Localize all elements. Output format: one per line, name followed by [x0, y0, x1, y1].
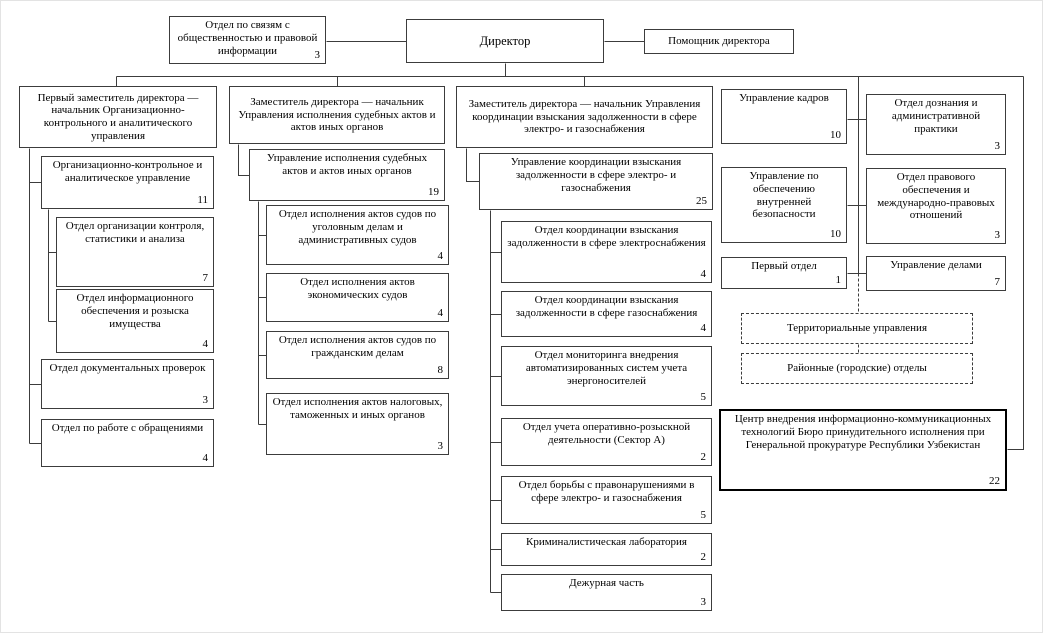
node-label: Отдел координации взыскания задолженност…	[507, 224, 706, 249]
node-col3-head: Заместитель директора — начальник Управл…	[456, 86, 713, 148]
node-legal-department: Отдел правового обеспечения и международ…	[866, 168, 1006, 244]
staff-count: 3	[700, 596, 707, 609]
node-label: Отдел исполнения актов экономических суд…	[300, 276, 415, 301]
node-col3-unit-0: Отдел координации взыскания задолженност…	[501, 221, 712, 283]
node-col3-unit-1: Отдел координации взыскания задолженност…	[501, 291, 712, 337]
staff-count: 25	[696, 195, 707, 208]
node-label: Отдел по связям с общественностью и прав…	[177, 19, 318, 57]
node-label: Дежурная часть	[569, 577, 644, 589]
staff-count: 4	[437, 250, 444, 263]
staff-count: 8	[437, 364, 444, 377]
node-district-departments: Районные (городские) отделы	[741, 353, 973, 384]
node-label: Отдел информационного обеспечения и розы…	[76, 292, 194, 330]
staff-count: 7	[994, 276, 1001, 289]
node-label: Заместитель директора — начальник Управл…	[238, 95, 436, 134]
node-label: Отдел документальных проверок	[49, 362, 206, 374]
node-inquiry-department: Отдел дознания и административной практи…	[866, 94, 1006, 155]
solid-connectors	[29, 41, 1024, 593]
node-label: Отдел правового обеспечения и международ…	[877, 171, 995, 222]
staff-count: 7	[202, 272, 209, 285]
staff-count: 10	[830, 228, 841, 241]
node-col2-head: Заместитель директора — начальник Управл…	[229, 86, 445, 144]
staff-count: 4	[202, 452, 209, 465]
node-col3-unit-4: Отдел борьбы с правонарушениями в сфере …	[501, 476, 712, 524]
node-label: Организационно-контрольное и аналитическ…	[52, 159, 203, 184]
node-label: Управление по обеспечению внутренней без…	[749, 170, 819, 221]
node-col3-unit-5: Криминалистическая лаборатория 2	[501, 533, 712, 566]
node-col1-main: Организационно-контрольное и аналитическ…	[41, 156, 214, 209]
node-label: Отдел исполнения актов судов по гражданс…	[278, 334, 437, 359]
node-label: Отдел учета оперативно-розыскной деятель…	[522, 421, 691, 446]
node-assistant: Помощник директора	[644, 29, 794, 54]
node-label: Районные (городские) отделы	[787, 362, 927, 375]
node-label: Криминалистическая лаборатория	[525, 536, 687, 548]
node-territorial-directorates: Территориальные управления	[741, 313, 973, 344]
staff-count: 4	[437, 307, 444, 320]
staff-count: 1	[835, 274, 842, 287]
staff-count: 4	[700, 268, 707, 281]
node-pr-department: Отдел по связям с общественностью и прав…	[169, 16, 326, 64]
node-label: Территориальные управления	[786, 322, 928, 335]
staff-count: 2	[700, 451, 707, 464]
node-label: Управление координации взыскания задолже…	[510, 156, 682, 194]
staff-count: 4	[700, 322, 707, 335]
staff-count: 3	[994, 140, 1001, 153]
staff-count: 19	[428, 186, 439, 199]
node-label: Помощник директора	[668, 35, 770, 48]
node-label: Первый отдел	[751, 260, 817, 272]
node-col2-unit-3: Отдел исполнения актов налоговых, таможе…	[266, 393, 449, 455]
node-col2-unit-2: Отдел исполнения актов судов по гражданс…	[266, 331, 449, 379]
node-label: Управление кадров	[739, 92, 829, 104]
node-col1-head: Первый заместитель директора — начальник…	[19, 86, 217, 148]
staff-count: 10	[830, 129, 841, 142]
node-col2-unit-1: Отдел исполнения актов экономических суд…	[266, 273, 449, 322]
staff-count: 5	[700, 391, 707, 404]
node-col1-sub-0: Отдел организации контроля, статистики и…	[56, 217, 214, 287]
staff-count: 4	[202, 338, 209, 351]
node-col1-sub-1: Отдел информационного обеспечения и розы…	[56, 289, 214, 353]
node-label: Директор	[479, 33, 531, 48]
node-label: Отдел дознания и административной практи…	[891, 97, 981, 135]
node-label: Отдел по работе с обращениями	[51, 422, 204, 434]
node-col1-unit-1: Отдел по работе с обращениями 4	[41, 419, 214, 467]
staff-count: 11	[197, 194, 208, 207]
staff-count: 3	[202, 394, 209, 407]
node-first-department: Первый отдел 1	[721, 257, 847, 289]
node-col1-unit-0: Отдел документальных проверок 3	[41, 359, 214, 409]
node-label: Управление исполнения судебных актов и а…	[266, 152, 428, 177]
node-label: Управление делами	[890, 259, 982, 271]
node-col3-unit-6: Дежурная часть 3	[501, 574, 712, 611]
node-col3-unit-2: Отдел мониторинга внедрения автоматизиро…	[501, 346, 712, 406]
staff-count: 3	[994, 229, 1001, 242]
node-ict-center: Центр внедрения информационно-коммуникац…	[719, 409, 1007, 491]
staff-count: 2	[700, 551, 707, 564]
node-col3-main: Управление координации взыскания задолже…	[479, 153, 713, 210]
node-label: Центр внедрения информационно-коммуникац…	[734, 413, 992, 451]
node-col2-main: Управление исполнения судебных актов и а…	[249, 149, 445, 201]
node-col3-unit-3: Отдел учета оперативно-розыскной деятель…	[501, 418, 712, 466]
node-administration: Управление делами 7	[866, 256, 1006, 291]
node-label: Отдел мониторинга внедрения автоматизиро…	[525, 349, 688, 387]
node-label: Отдел исполнения актов судов по уголовны…	[278, 208, 437, 246]
node-label: Отдел организации контроля, статистики и…	[65, 220, 205, 245]
node-director: Директор	[406, 19, 604, 63]
staff-count: 22	[989, 475, 1000, 488]
node-label: Отдел координации взыскания задолженност…	[515, 294, 698, 319]
staff-count: 3	[437, 440, 444, 453]
staff-count: 3	[314, 49, 321, 62]
node-label: Отдел исполнения актов налоговых, таможе…	[272, 396, 443, 421]
node-internal-security: Управление по обеспечению внутренней без…	[721, 167, 847, 243]
node-hr-department: Управление кадров 10	[721, 89, 847, 144]
node-label: Первый заместитель директора — начальник…	[37, 91, 199, 142]
staff-count: 5	[700, 509, 707, 522]
node-col2-unit-0: Отдел исполнения актов судов по уголовны…	[266, 205, 449, 265]
node-label: Заместитель директора — начальник Управл…	[468, 97, 701, 136]
node-label: Отдел борьбы с правонарушениями в сфере …	[518, 479, 695, 504]
